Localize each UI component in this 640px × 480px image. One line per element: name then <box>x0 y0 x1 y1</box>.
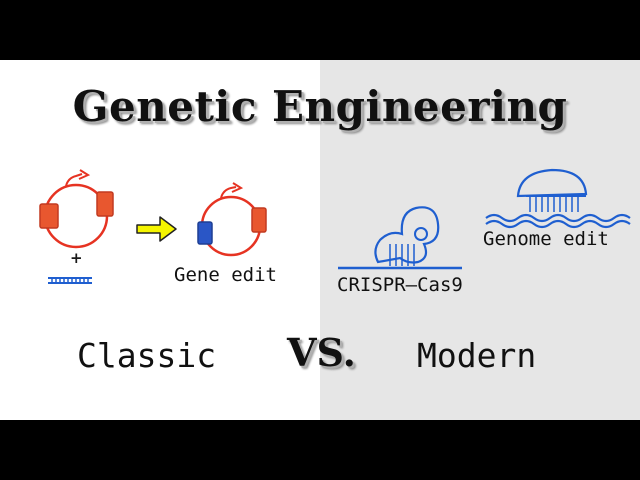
genome-edit-complex-icon <box>485 168 631 229</box>
crispr-cas9-label: CRISPR–Cas9 <box>337 274 463 296</box>
page-title: Genetic Engineering <box>72 82 568 131</box>
vs-label: VS. <box>287 330 356 375</box>
classic-label: Classic <box>77 336 217 375</box>
plus-sign: + <box>70 249 83 267</box>
dna-fragment <box>48 277 92 284</box>
top-letterbox-bar <box>0 0 640 60</box>
bottom-letterbox-bar <box>0 420 640 480</box>
modern-label: Modern <box>417 336 537 375</box>
plasmid-edited <box>197 182 267 257</box>
yellow-arrow-icon <box>136 216 177 242</box>
modern-panel <box>320 60 640 420</box>
crispr-cas9-complex-icon <box>338 206 462 270</box>
genome-edit-label: Genome edit <box>483 228 609 250</box>
plasmid-original <box>39 169 114 249</box>
gene-edit-label: Gene edit <box>174 264 277 286</box>
